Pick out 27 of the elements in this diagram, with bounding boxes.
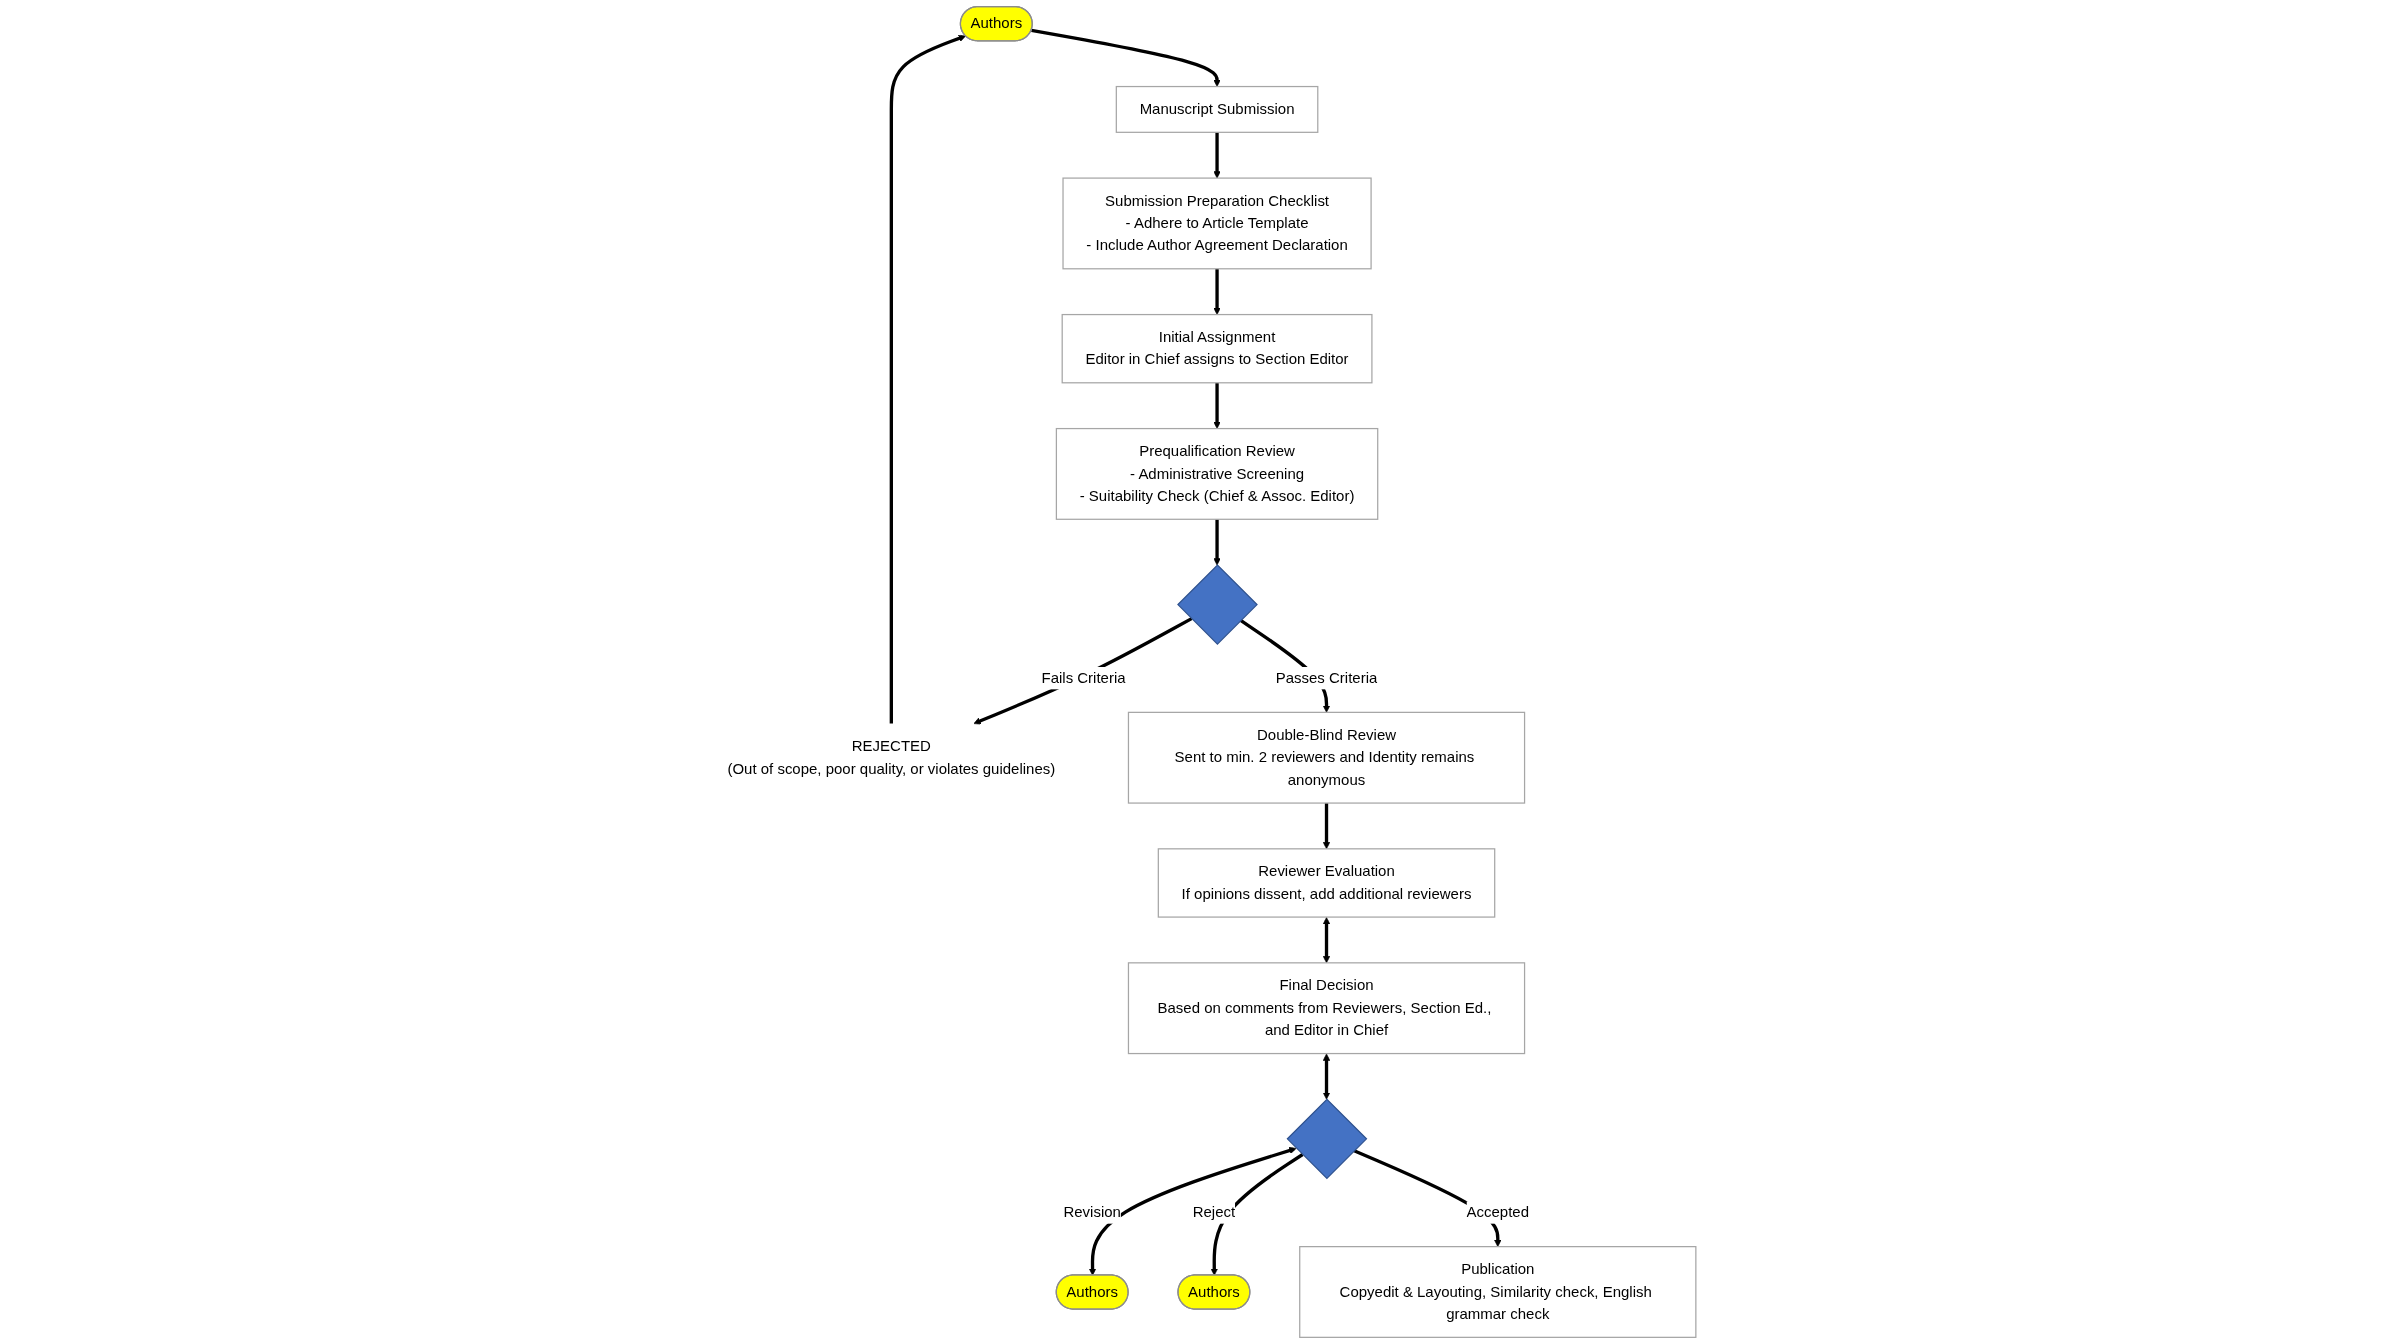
arrow xyxy=(1213,382,1221,429)
node-box: Prequalification Review - Administrative Screening - Suitability Check (Chief & Assoc. Editor) xyxy=(1055,427,1379,520)
edge-label: Reject xyxy=(1192,1203,1236,1221)
arrow xyxy=(1213,268,1221,315)
node-box: Initial Assignment Editor in Chief assigns to Section Editor xyxy=(1061,313,1373,384)
node-box: Reviewer Evaluation If opinions dissent, add additional reviewers xyxy=(1157,848,1496,918)
arrow xyxy=(973,617,1193,725)
edge-label: Revision xyxy=(1063,1203,1121,1221)
edge-label: Accepted xyxy=(1466,1203,1530,1221)
arrow xyxy=(1213,519,1221,566)
arrow xyxy=(1088,1146,1297,1276)
arrow xyxy=(1322,1053,1331,1100)
edge-label: Fails Criteria xyxy=(1041,669,1126,687)
arrow xyxy=(1322,917,1331,964)
arrow xyxy=(1031,28,1221,87)
node-box: Submission Preparation Checklist - Adhere to Article Template - Include Author Agreement Declaration xyxy=(1062,177,1372,270)
node-box: Publication Copyedit & Layouting, Similarity check, English grammar check xyxy=(1299,1246,1697,1338)
node-diamond xyxy=(1286,1098,1368,1180)
arrow xyxy=(1213,132,1221,179)
node-box: Final Decision Based on comments from Reviewers, Section Ed., and Editor in Chief xyxy=(1127,962,1526,1055)
arrow xyxy=(1322,803,1331,850)
node-box: Double-Blind Review Sent to min. 2 reviewers and Identity remains anonymous xyxy=(1127,711,1526,804)
node-box: Manuscript Submission xyxy=(1115,85,1319,133)
edge-label: Passes Criteria xyxy=(1275,669,1378,687)
arrow xyxy=(889,34,966,724)
node-text: REJECTED (Out of scope, poor quality, or violates guidelines) xyxy=(727,737,1056,777)
node-diamond xyxy=(1177,564,1258,645)
